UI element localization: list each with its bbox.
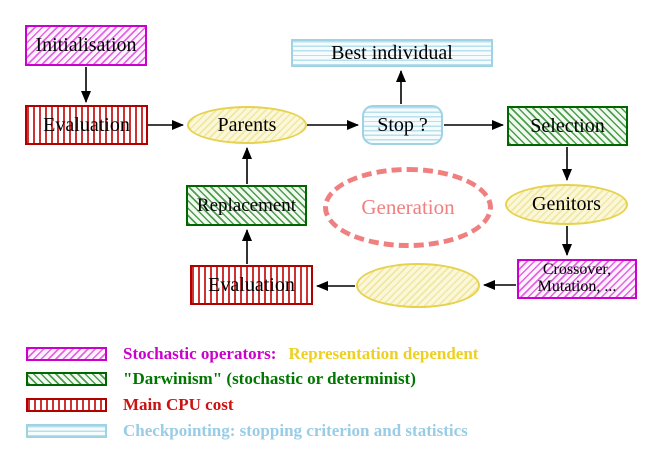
node-evaluation-bottom-label: Evaluation (208, 273, 295, 296)
legend-label-checkpointing: Checkpointing: stopping criterion and st… (123, 421, 468, 440)
node-evaluation-bottom: Evaluation (190, 265, 313, 305)
node-genitors: Genitors (505, 184, 628, 225)
node-replacement-label: Replacement (196, 194, 297, 216)
legend-row-stochastic-operators: Stochastic operators: Representation dep… (26, 344, 479, 363)
legend-swatch-green-hatch (26, 372, 107, 386)
legend-label-representation-dependent: Representation dependent (288, 344, 479, 363)
legend-row-main-cpu-cost: Main CPU cost (26, 395, 234, 414)
node-replacement: Replacement (186, 185, 307, 226)
node-evaluation-top: Evaluation (25, 105, 148, 145)
node-selection-label: Selection (530, 114, 605, 137)
node-crossover-label-line2: Mutation, ... (537, 278, 617, 295)
legend-swatch-cyan-stripes (26, 424, 107, 438)
node-stop-label: Stop ? (377, 113, 428, 136)
legend-swatch-red-stripes (26, 398, 107, 412)
generation-label: Generation (361, 195, 455, 220)
legend-label-main-cpu-cost: Main CPU cost (123, 395, 234, 414)
legend-row-darwinism: "Darwinism" (stochastic or determinist) (26, 369, 416, 388)
node-offspring (356, 263, 480, 308)
node-initialisation-label: Initialisation (35, 34, 137, 56)
node-stop: Stop ? (362, 105, 443, 145)
generation-loop-ellipse: Generation (323, 167, 493, 248)
node-crossover-label-line1: Crossover, (542, 261, 612, 279)
node-parents: Parents (187, 106, 307, 144)
node-crossover-mutation: Crossover, Mutation, ... (517, 259, 637, 299)
legend-label-stochastic-operators: Stochastic operators: (123, 344, 277, 363)
node-parents-label: Parents (217, 113, 277, 136)
node-best-individual-label: Best individual (331, 41, 453, 64)
node-initialisation: Initialisation (25, 25, 147, 66)
legend-label-darwinism: "Darwinism" (stochastic or determinist) (123, 369, 416, 388)
node-genitors-label: Genitors (532, 193, 601, 215)
node-selection: Selection (507, 106, 628, 146)
legend-swatch-magenta-hatch (26, 347, 107, 361)
legend-row-checkpointing: Checkpointing: stopping criterion and st… (26, 421, 468, 440)
node-best-individual: Best individual (291, 39, 493, 67)
node-evaluation-top-label: Evaluation (43, 113, 130, 136)
